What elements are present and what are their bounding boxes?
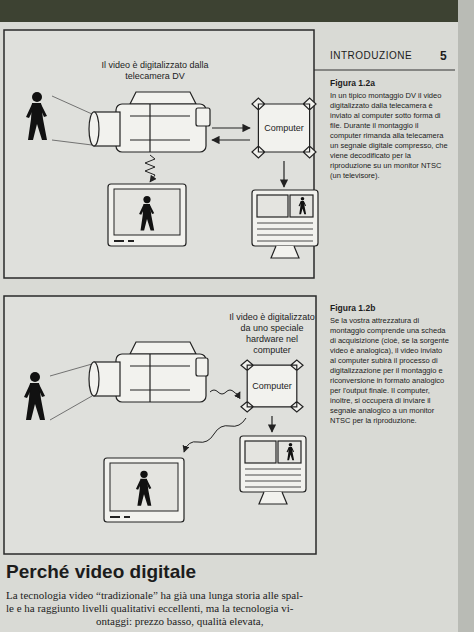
computer-monitor [252,190,318,258]
figure-panel [4,296,316,554]
tv-knobs [114,240,134,242]
person-thumbnail [299,197,307,214]
person-thumbnail [287,443,295,460]
camcorder [89,92,210,152]
node-caption: Il video è digitalizzato dalla telecamer… [100,60,210,82]
person-on-screen [139,196,154,231]
page-edge [458,0,474,632]
tv-screen [114,189,180,235]
figure-number: Figura 1.2a [330,78,450,88]
computer-box: Il video è digitalizzato da uno speciale… [228,312,316,412]
flow-arrow [283,161,284,187]
camcorder [89,342,208,402]
view-ray [50,364,92,376]
desk-band [0,0,474,22]
node-caption: Il video è digitalizzato da uno speciale… [228,312,316,356]
analog-signal [184,418,246,452]
camera-node: Il video è digitalizzato dalla telecamer… [100,60,210,154]
figure-caption: In un tipico montaggio DV il video digit… [330,91,450,181]
node-label: Computer [264,123,304,134]
tv-set [108,184,186,246]
figure-caption: Se la vostra attrezzatura di montaggio c… [330,316,450,426]
view-ray [52,140,92,145]
person-figure [24,372,45,420]
node-label: Computer [252,381,292,392]
person-figure [26,92,47,140]
tv-set [104,458,184,522]
figure-panel [4,30,314,278]
running-header: INTRODUZIONE [330,50,440,62]
section-heading: Perché video digitale [6,560,326,583]
computer-monitor [240,436,306,504]
body-text: ontaggi: prezzo basso, qualità elevata, [96,615,456,628]
computer-body: Computer [241,360,303,412]
analog-signal [210,390,240,394]
computer-box: Computer [252,98,316,158]
header-rule [312,70,455,71]
signal-zigzag [145,155,155,182]
tv-screen [110,463,178,511]
figure-number: Figura 1.2b [330,303,450,313]
flow-arrow [271,416,272,432]
view-ray [52,96,92,114]
body-text: La tecnologia video “tradizionale” ha gi… [6,589,458,602]
page-number: 5 [440,49,454,63]
data-arrow [212,127,250,128]
person-on-screen [136,471,151,506]
data-arrow [212,139,250,140]
body-text: le e ha raggiunto livelli qualitativi ec… [6,602,458,615]
tv-knobs [110,516,130,518]
view-ray [50,396,92,420]
